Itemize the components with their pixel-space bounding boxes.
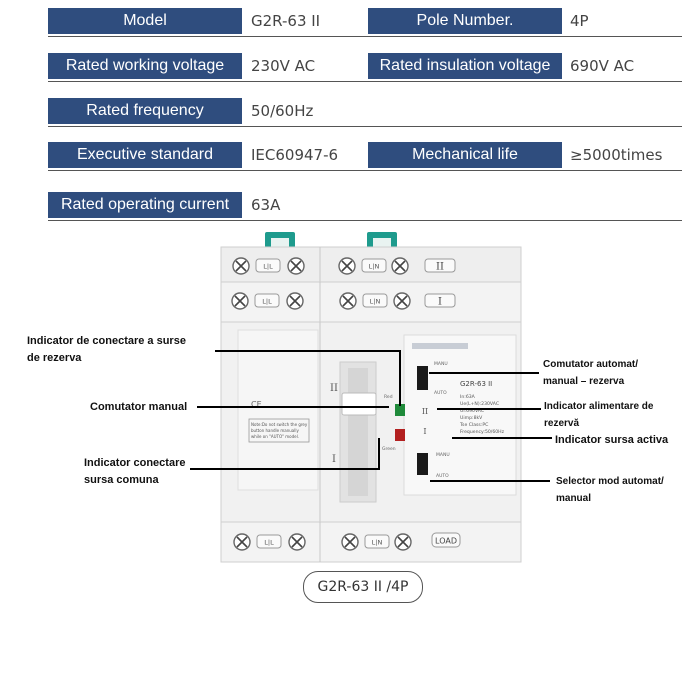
model-caption: G2R-63 II /4P — [303, 571, 423, 603]
mode-selector-switch — [417, 453, 428, 475]
callout-mode-selector: Selector mod automat/ manual — [556, 476, 664, 504]
spec-row-divider — [48, 170, 682, 171]
svg-text:Ui:690VAC: Ui:690VAC — [460, 408, 484, 414]
leader-line — [378, 438, 380, 470]
warning-label — [248, 418, 310, 443]
leader-line — [437, 408, 541, 410]
manu-label: MANU — [434, 361, 448, 367]
spec-value-executive-standard: IEC60947-6 — [251, 146, 339, 164]
svg-text:Tse Class:PC: Tse Class:PC — [459, 422, 488, 428]
callout-backup-connection-indicator: Indicator de conectare a surse de rezerv… — [27, 335, 186, 364]
spec-label-model: Model — [48, 8, 242, 34]
spec-row-divider — [48, 81, 682, 82]
spec-label-mechanical-life: Mechanical life — [368, 142, 562, 168]
svg-text:Ue(L+N):230VAC: Ue(L+N):230VAC — [460, 401, 499, 407]
nameplate-model: G2R-63 II — [460, 380, 492, 388]
leader-line — [190, 468, 380, 470]
callout-auto-manual-backup-switch: Comutator automat/ manual – rezerva — [543, 359, 638, 387]
spec-label-rated-frequency: Rated frequency — [48, 98, 242, 124]
roman-one-label: I — [438, 297, 442, 308]
callout-manual-switch: Comutator manual — [90, 401, 188, 413]
manu-label: MANU — [436, 452, 450, 458]
terminal-label-n: L|N — [370, 298, 381, 306]
ce-mark: CE — [251, 400, 262, 409]
spec-row-divider — [48, 36, 682, 37]
svg-text:In:63A: In:63A — [460, 394, 476, 400]
terminal-label-n: L|N — [372, 539, 383, 547]
red-indicator — [395, 429, 405, 441]
spec-value-mechanical-life: ≥5000times — [570, 146, 663, 164]
spec-label-rated-operating-current: Rated operating current — [48, 192, 242, 218]
auto-manual-backup-switch — [417, 366, 428, 390]
spec-row-divider — [48, 220, 682, 221]
spec-value-model: G2R-63 II — [251, 12, 321, 30]
spec-label-pole-number: Pole Number. — [368, 8, 562, 34]
svg-text:while on "AUTO" model.: while on "AUTO" model. — [251, 434, 299, 439]
leader-line — [197, 406, 389, 408]
spec-value-rated-frequency: 50/60Hz — [251, 102, 314, 120]
leader-line — [430, 480, 550, 482]
auto-label: AUTO — [434, 390, 447, 396]
terminal-label-l: L|L — [263, 263, 273, 271]
roman-two-label: II — [436, 262, 444, 273]
spec-label-executive-standard: Executive standard — [48, 142, 242, 168]
load-label: LOAD — [435, 537, 457, 546]
svg-text:Note:Do not switch the grey: Note:Do not switch the grey — [251, 422, 308, 427]
green-indicator — [395, 404, 405, 416]
green-label: Green — [382, 446, 396, 452]
svg-text:Frequency:50/60Hz: Frequency:50/60Hz — [460, 429, 505, 435]
manual-handle — [341, 392, 377, 416]
spec-row-divider — [48, 126, 682, 127]
indicator-one-mark: I — [423, 427, 426, 436]
terminal-label-l: L|L — [262, 298, 272, 306]
handle-position-two: II — [330, 383, 338, 394]
indicator-two-mark: II — [422, 407, 428, 416]
spec-value-rated-insulation-voltage: 690V AC — [570, 57, 635, 75]
spec-label-rated-working-voltage: Rated working voltage — [48, 53, 242, 79]
nameplate-specs: In:63A Ue(L+N):230VAC Ui:690VAC Uimp:8kV… — [459, 394, 505, 435]
spec-value-rated-operating-current: 63A — [251, 196, 281, 214]
callout-active-source-indicator: Indicator sursa activa — [555, 434, 669, 446]
auto-label: AUTO — [436, 473, 449, 479]
spec-value-rated-working-voltage: 230V AC — [251, 57, 316, 75]
terminal-label-l: L|L — [264, 539, 274, 547]
handle-position-one: I — [332, 454, 336, 465]
leader-line — [452, 437, 552, 439]
spec-value-pole-number: 4P — [570, 12, 589, 30]
leader-line — [399, 350, 401, 406]
red-label: Red — [384, 394, 393, 400]
leader-line — [429, 372, 539, 374]
callout-backup-supply-indicator: Indicator alimentare de rezervă — [544, 401, 654, 429]
terminal-label-n: L|N — [369, 263, 380, 271]
callout-common-source-indicator: Indicator conectare sursa comuna — [84, 457, 186, 486]
svg-text:Uimp:8kV: Uimp:8kV — [460, 415, 483, 421]
svg-text:button handle manually: button handle manually — [251, 428, 299, 433]
leader-line — [215, 350, 401, 352]
spec-label-rated-insulation-voltage: Rated insulation voltage — [368, 53, 562, 79]
